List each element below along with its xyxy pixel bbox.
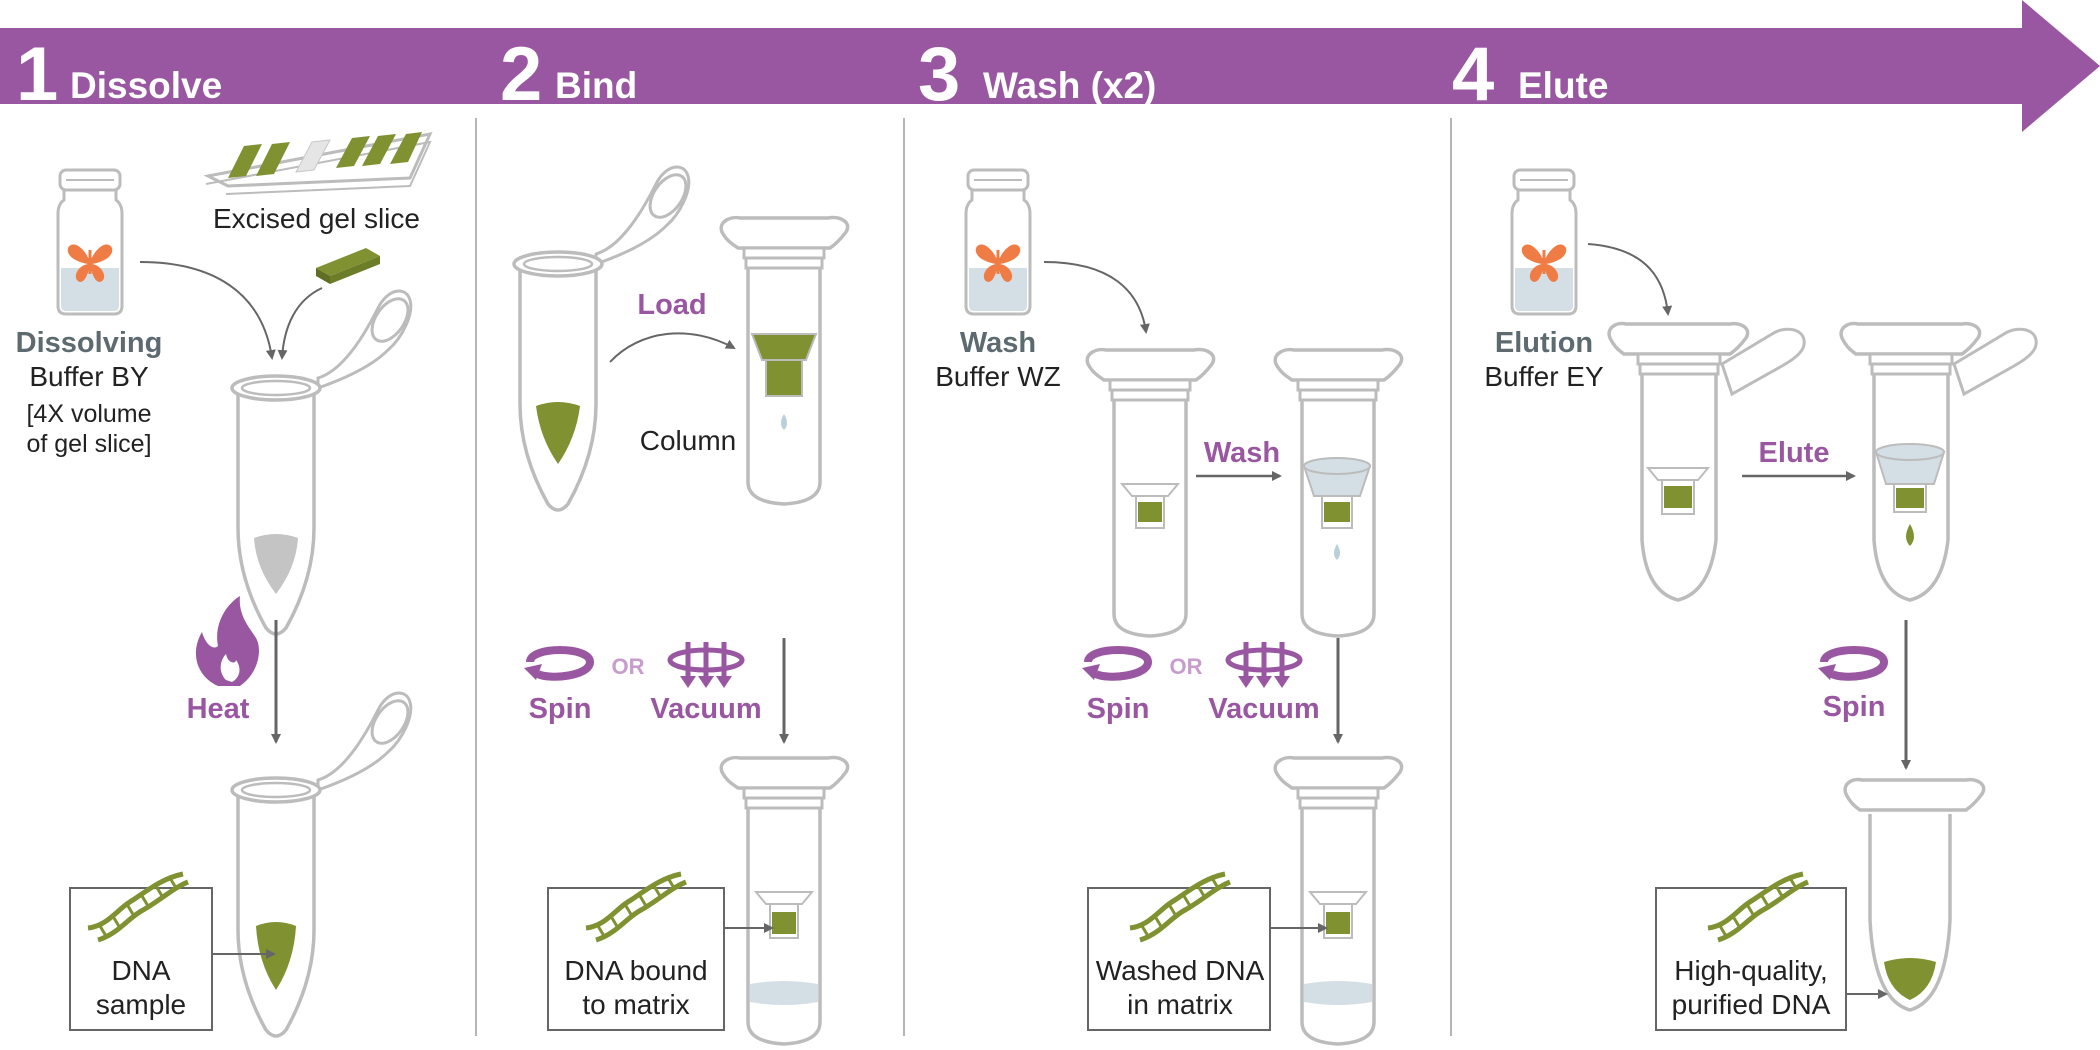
tubeLid-icon (316, 289, 417, 390)
buffer-name-bold: Wash (960, 327, 1036, 359)
tubeBody-icon (230, 374, 322, 636)
buffer-name-bold: Dissolving (16, 327, 163, 359)
spin-label: Spin (1823, 691, 1886, 723)
tubeBody-icon (230, 776, 322, 1038)
flow-arrow (1587, 243, 1673, 316)
step-2-title: Bind (555, 65, 637, 106)
spin-rotation-icon (1818, 650, 1884, 680)
reagent-bottle-icon (1510, 168, 1578, 316)
microcentrifuge-tube-icon (230, 691, 417, 1038)
tubeLid-icon (316, 691, 417, 792)
spin-column-icon (1273, 347, 1404, 638)
reagent-bottle-icon (964, 168, 1032, 316)
process-banner (0, 0, 2100, 132)
spin-column-icon (719, 755, 850, 1046)
step-2-number: 2 (500, 32, 542, 117)
gel-slice-icon (316, 248, 380, 284)
flame-icon (195, 596, 259, 686)
result-label-line1: DNA (111, 955, 170, 986)
result-label-line1: High-quality, (1674, 955, 1828, 986)
spin-column-icon (1607, 321, 1806, 602)
spin-label: Spin (1087, 693, 1150, 725)
buffer-name: Buffer EY (1484, 361, 1604, 392)
vacuum-label: Vacuum (1208, 693, 1319, 725)
result-label-line2: in matrix (1127, 989, 1233, 1020)
microcentrifuge-tube-icon (230, 289, 417, 636)
buffer-name: Buffer WZ (935, 361, 1061, 392)
spin-label: Spin (529, 693, 592, 725)
buffer-name: Buffer BY (29, 361, 149, 392)
tubeBody-icon (512, 250, 604, 512)
vacuum-icon (1228, 642, 1300, 688)
microcentrifuge-tube-icon (512, 165, 695, 512)
step-1-number: 1 (16, 32, 58, 117)
result-label-line1: Washed DNA (1096, 955, 1265, 986)
flow-arrow (609, 332, 736, 363)
step-3-title: Wash (x2) (983, 65, 1156, 106)
volume-note-line2: of gel slice] (26, 430, 151, 458)
step-3-number: 3 (918, 32, 960, 117)
step-1-title: Dissolve (70, 65, 222, 106)
gel-slice-label: Excised gel slice (213, 203, 420, 234)
spin-rotation-icon (524, 650, 590, 680)
step-4-number: 4 (1452, 32, 1494, 117)
buffer-name-bold: Elution (1495, 327, 1593, 359)
heat-label: Heat (187, 693, 250, 725)
microcentrifuge-tube-icon (1843, 777, 1986, 1012)
result-label-line1: DNA bound (564, 955, 707, 986)
result-label-line2: to matrix (582, 989, 689, 1020)
spin-column-icon (1085, 347, 1216, 638)
step-4-title: Elute (1518, 65, 1608, 106)
reagent-bottle-icon (56, 168, 124, 316)
agarose-gel-icon (203, 131, 433, 195)
spin-column-icon (1273, 755, 1404, 1046)
result-label-line2: purified DNA (1672, 989, 1831, 1020)
vacuum-label: Vacuum (650, 693, 761, 725)
elute-label: Elute (1759, 437, 1830, 469)
vacuum-icon (670, 642, 742, 688)
column-label: Column (640, 425, 736, 456)
or-label: OR (1170, 654, 1203, 679)
spin-rotation-icon (1082, 650, 1148, 680)
spin-column-icon (1839, 321, 2038, 602)
volume-note-line1: [4X volume (26, 400, 151, 428)
flow-arrow (277, 287, 323, 360)
spin-column-icon (719, 215, 850, 506)
tubeLid-icon (594, 165, 695, 266)
load-label: Load (637, 289, 706, 321)
flow-arrow (139, 261, 276, 360)
result-label-line2: sample (96, 989, 186, 1020)
or-label: OR (612, 654, 645, 679)
wash-label: Wash (1204, 437, 1280, 469)
flow-arrow (1043, 261, 1150, 334)
